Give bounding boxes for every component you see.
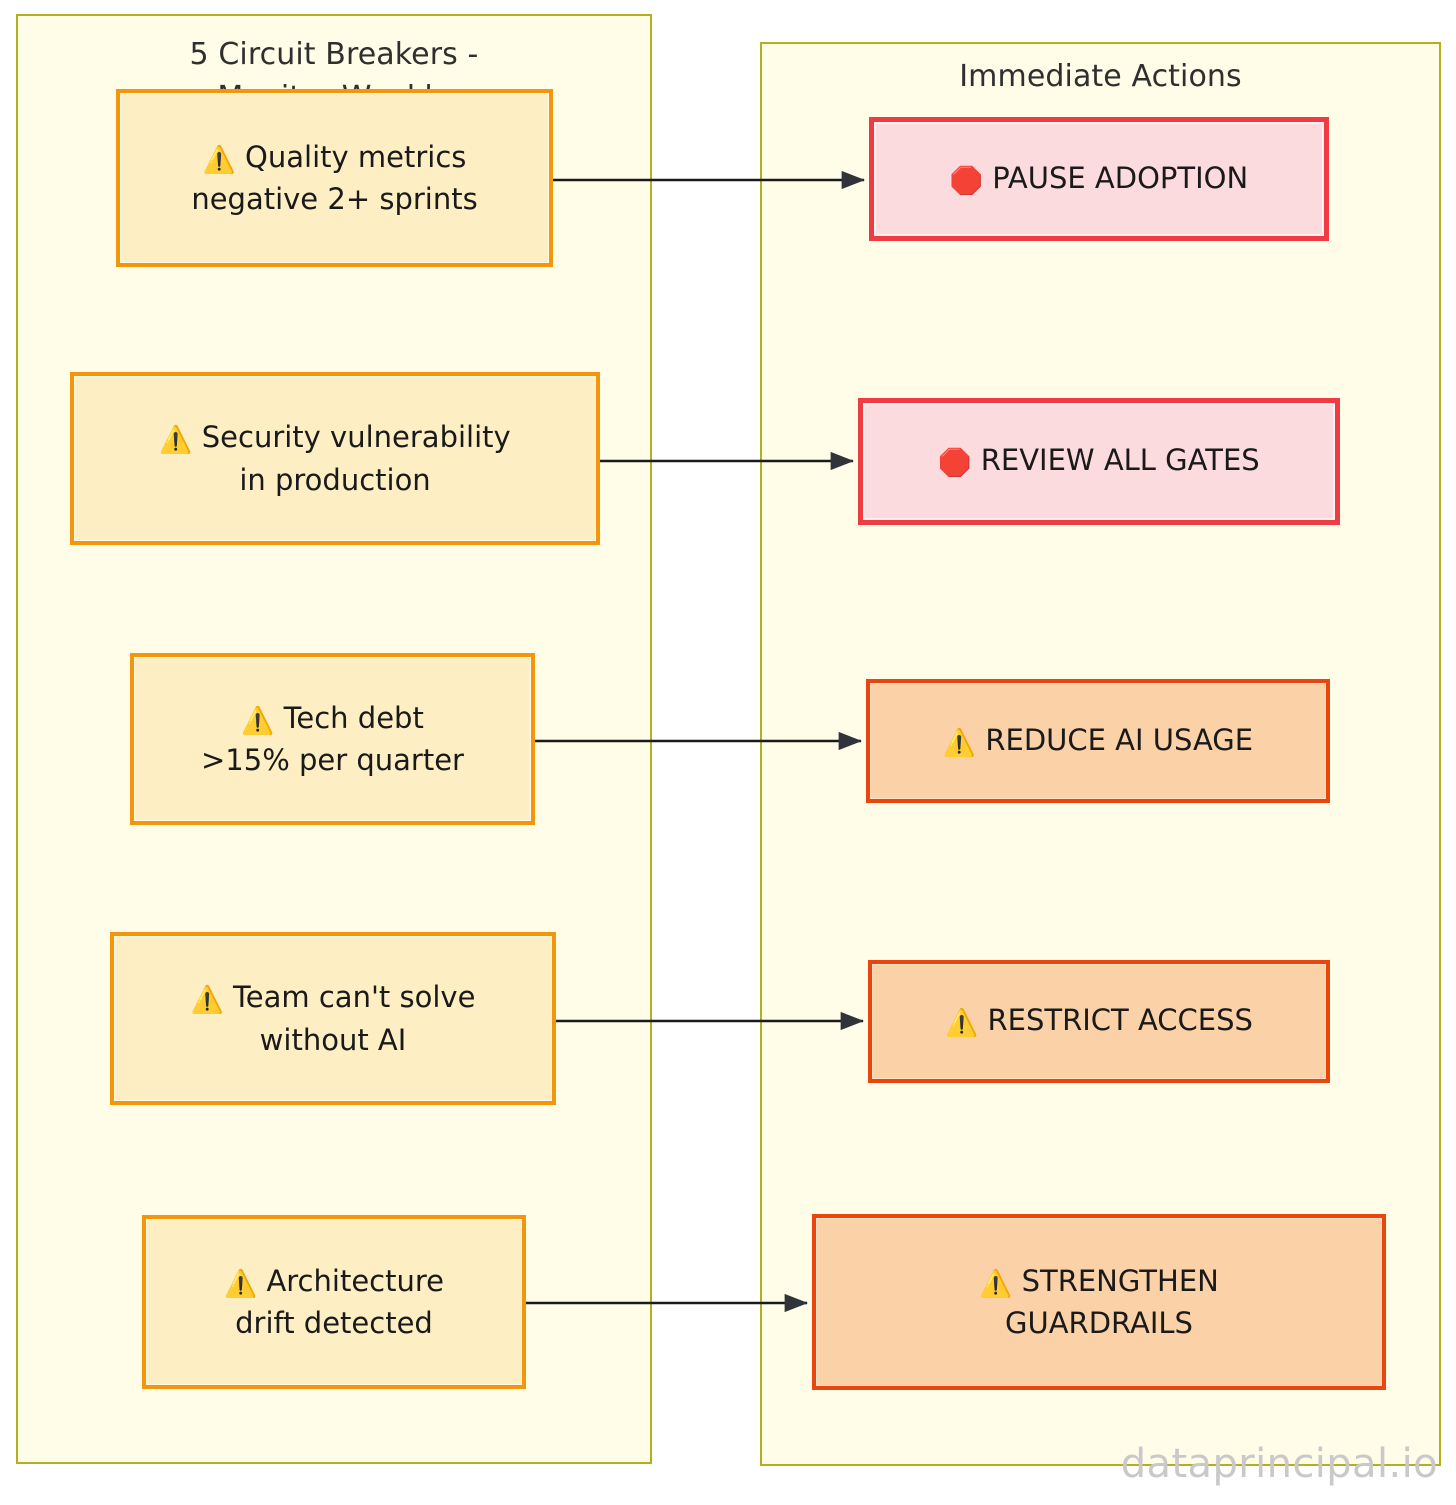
trigger-text: Architecture drift detected xyxy=(235,1263,444,1341)
trigger-node-team-cant-solve-label: ⚠️ Team can't solve without AI xyxy=(181,977,486,1059)
action-node-restrict-access[interactable]: ⚠️ RESTRICT ACCESS xyxy=(868,960,1330,1083)
trigger-node-quality-metrics[interactable]: ⚠️ Quality metrics negative 2+ sprints xyxy=(116,89,553,267)
action-text: REVIEW ALL GATES xyxy=(980,443,1260,478)
action-node-pause-adoption-label: 🛑 PAUSE ADOPTION xyxy=(940,158,1258,200)
trigger-node-tech-debt-label: ⚠️ Tech debt >15% per quarter xyxy=(191,698,474,780)
action-text: PAUSE ADOPTION xyxy=(992,160,1249,195)
action-node-strengthen-guardrails[interactable]: ⚠️ STRENGTHEN GUARDRAILS xyxy=(812,1214,1386,1390)
trigger-text: Security vulnerability in production xyxy=(201,420,511,497)
trigger-node-architecture-drift-label: ⚠️ Architecture drift detected xyxy=(214,1261,454,1343)
warning-triangle-icon: ⚠️ xyxy=(241,705,275,737)
trigger-node-security-vulnerability-label: ⚠️ Security vulnerability in production xyxy=(149,417,520,499)
warning-triangle-icon: ⚠️ xyxy=(202,144,236,176)
action-node-restrict-access-label: ⚠️ RESTRICT ACCESS xyxy=(935,1000,1263,1042)
warning-triangle-icon: ⚠️ xyxy=(979,1268,1013,1300)
action-text: STRENGTHEN GUARDRAILS xyxy=(1005,1263,1219,1341)
trigger-node-quality-metrics-label: ⚠️ Quality metrics negative 2+ sprints xyxy=(181,137,487,219)
warning-triangle-icon: ⚠️ xyxy=(945,1007,979,1039)
trigger-node-team-cant-solve[interactable]: ⚠️ Team can't solve without AI xyxy=(110,932,556,1105)
action-node-pause-adoption[interactable]: 🛑 PAUSE ADOPTION xyxy=(869,117,1329,241)
trigger-node-security-vulnerability[interactable]: ⚠️ Security vulnerability in production xyxy=(70,372,600,545)
action-text: REDUCE AI USAGE xyxy=(985,722,1254,757)
trigger-node-tech-debt[interactable]: ⚠️ Tech debt >15% per quarter xyxy=(130,653,535,825)
action-node-reduce-ai-usage[interactable]: ⚠️ REDUCE AI USAGE xyxy=(866,679,1330,803)
action-node-review-all-gates[interactable]: 🛑 REVIEW ALL GATES xyxy=(858,398,1340,525)
warning-triangle-icon: ⚠️ xyxy=(190,984,224,1016)
warning-triangle-icon: ⚠️ xyxy=(159,424,193,456)
action-node-review-all-gates-label: 🛑 REVIEW ALL GATES xyxy=(928,440,1269,482)
trigger-text: Tech debt >15% per quarter xyxy=(201,700,464,778)
stop-octagon-icon: 🛑 xyxy=(938,447,972,479)
trigger-text: Quality metrics negative 2+ sprints xyxy=(191,139,478,217)
stop-octagon-icon: 🛑 xyxy=(949,165,984,197)
warning-triangle-icon: ⚠️ xyxy=(942,727,977,759)
watermark: dataprincipal.io xyxy=(1120,1441,1438,1487)
trigger-node-architecture-drift[interactable]: ⚠️ Architecture drift detected xyxy=(142,1215,526,1389)
action-text: RESTRICT ACCESS xyxy=(987,1003,1253,1038)
swimlane-immediate-actions-title: Immediate Actions xyxy=(959,59,1242,94)
trigger-text: Team can't solve without AI xyxy=(233,980,476,1057)
action-node-strengthen-guardrails-label: ⚠️ STRENGTHEN GUARDRAILS xyxy=(969,1261,1229,1343)
warning-triangle-icon: ⚠️ xyxy=(224,1268,258,1300)
action-node-reduce-ai-usage-label: ⚠️ REDUCE AI USAGE xyxy=(933,720,1263,762)
